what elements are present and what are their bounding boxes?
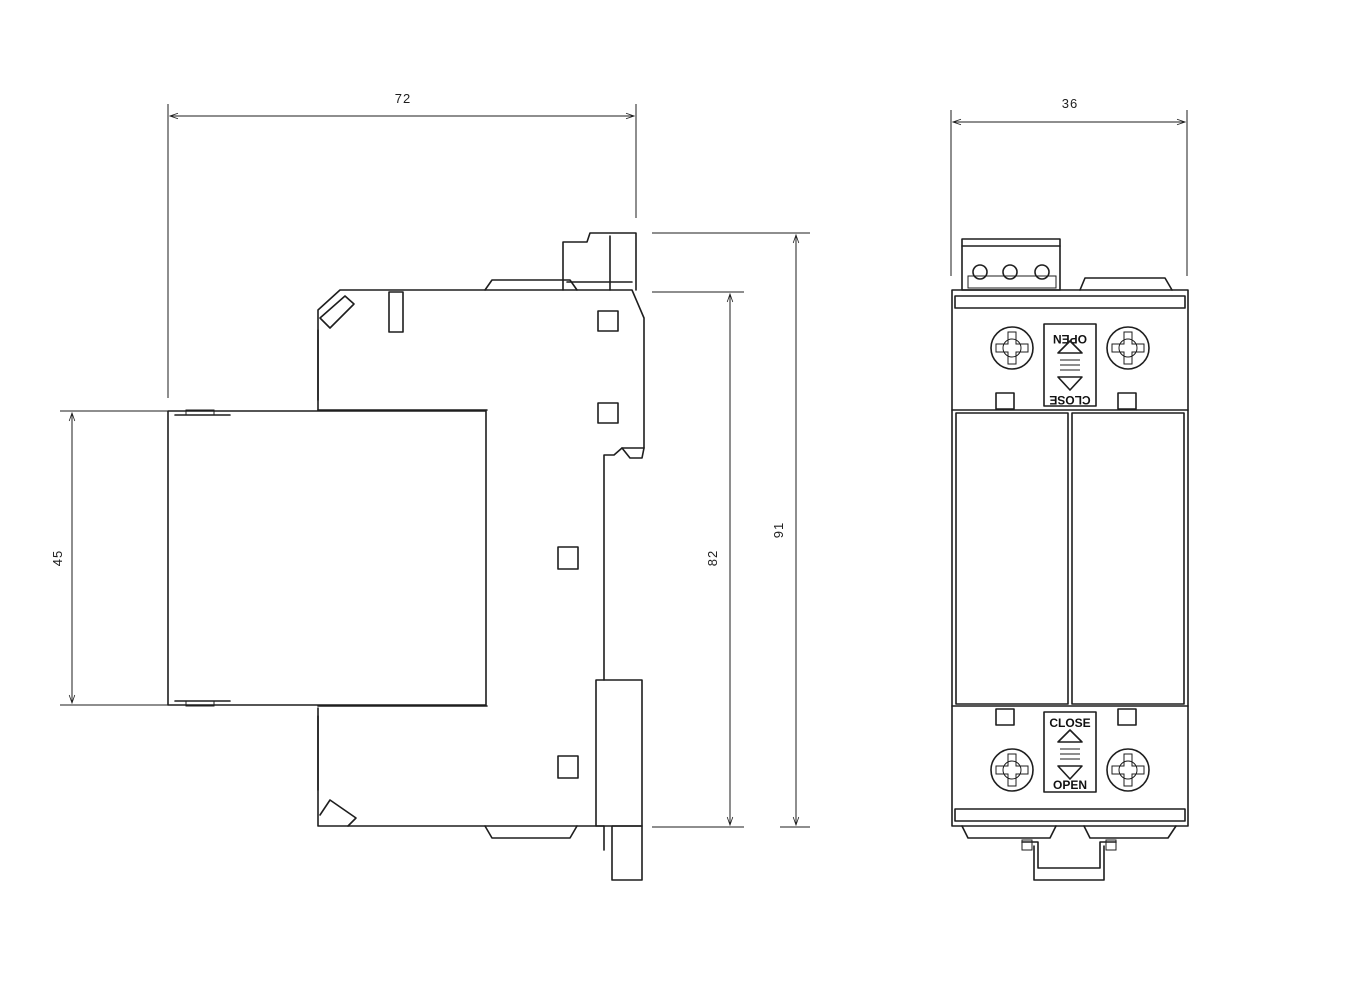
bottom-close-open-panel: CLOSE OPEN (1043, 711, 1097, 793)
dimension-width-side: 72 (167, 91, 637, 398)
side-window-2 (597, 402, 619, 424)
dimension-height-body: 82 (652, 291, 744, 828)
screw-bottom-right (1106, 748, 1150, 792)
dimension-72-label: 72 (395, 91, 411, 106)
screw-bottom-left (990, 748, 1034, 792)
screw-top-left (990, 326, 1034, 370)
top-close-label: CLOSE (1049, 393, 1090, 407)
screw-top-right (1106, 326, 1150, 370)
bottom-open-label: OPEN (1053, 778, 1087, 792)
top-open-close-panel: OPEN CLOSE (1043, 323, 1097, 407)
side-window-3 (557, 546, 579, 570)
side-window-4 (557, 755, 579, 779)
top-open-label: OPEN (1053, 332, 1087, 346)
front-view: 36 OPEN (950, 96, 1189, 881)
dimension-height-total: 91 (652, 232, 810, 828)
dimension-36-label: 36 (1062, 96, 1078, 111)
dimension-45-label: 45 (50, 550, 65, 566)
front-cover-right (1071, 412, 1185, 705)
bottom-close-label: CLOSE (1049, 716, 1090, 730)
dimension-82-label: 82 (705, 550, 720, 566)
front-cover-left (955, 412, 1069, 705)
side-view: 72 45 82 91 (50, 91, 810, 881)
dimension-height-cover: 45 (50, 410, 168, 706)
dimension-width-front: 36 (950, 96, 1188, 276)
dimension-91-label: 91 (771, 522, 786, 538)
side-window-1 (597, 310, 619, 332)
